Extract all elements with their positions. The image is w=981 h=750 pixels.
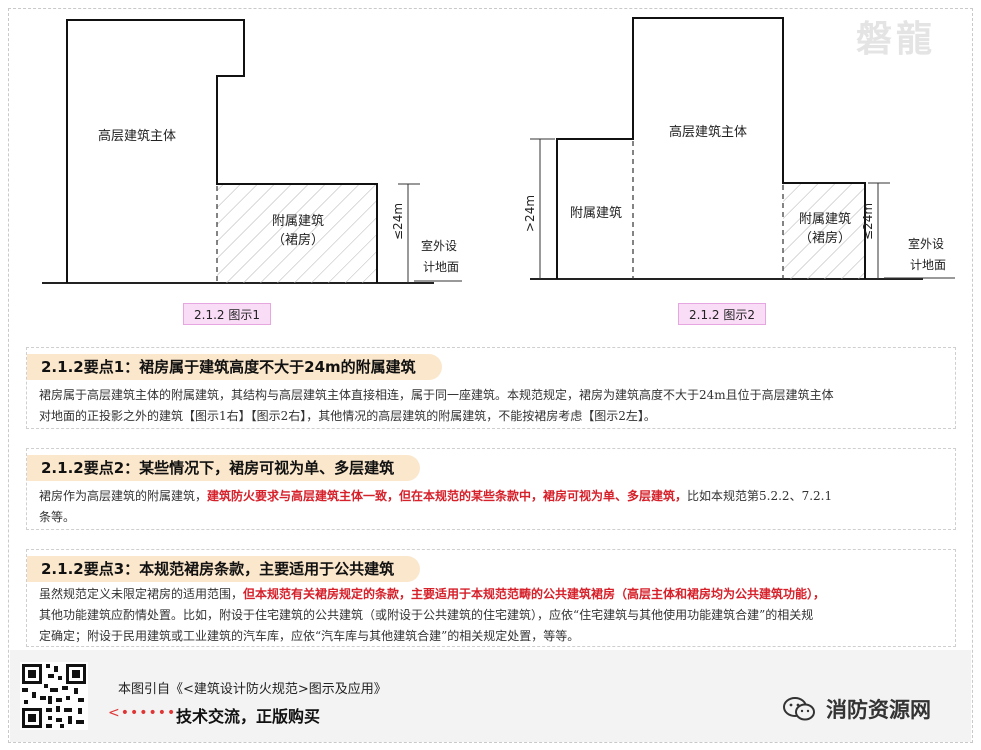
figure-1-caption: 2.1.2 图示1 — [183, 303, 271, 325]
figure-2: 高层建筑主体 附属建筑 附属建筑 （裙房） >24m ≤24m 室外设 计地面 — [523, 17, 955, 280]
ground-label-2: 计地面 — [423, 260, 459, 274]
text-plain: 裙房作为高层建筑的附属建筑， — [39, 489, 208, 503]
key-point-2: 2.1.2要点2：某些情况下，裙房可视为单、多层建筑 裙房作为高层建筑的附属建筑… — [26, 448, 956, 530]
ground-label-1: 室外设 — [421, 238, 457, 253]
key-point-text: 裙房属于高层建筑主体的附属建筑，其结构与高层建筑主体直接相连，属于同一座建筑。本… — [39, 385, 945, 427]
podium-hatch — [217, 184, 377, 283]
key-point-title: 2.1.2要点2：某些情况下，裙房可视为单、多层建筑 — [27, 455, 421, 481]
text-line: 其他功能建筑应酌情处置。比如，附设于住宅建筑的公共建筑（或附设于公共建筑的住宅建… — [39, 608, 814, 622]
key-point-text: 虽然规范定义未限定裙房的适用范围，但本规范有关裙房规定的条款，主要适用于本规范范… — [39, 584, 945, 647]
dotted-arrow: <•••••• — [108, 705, 177, 721]
left-height-label: >24m — [523, 195, 537, 232]
key-point-title: 2.1.2要点1：裙房属于建筑高度不大于24m的附属建筑 — [27, 354, 442, 380]
text-line: 裙房作为高层建筑的附属建筑，建筑防火要求与高层建筑主体一致，但在本规范的某些条款… — [39, 486, 945, 507]
key-point-3: 2.1.2要点3：本规范裙房条款，主要适用于公共建筑 虽然规范定义未限定裙房的适… — [26, 549, 956, 647]
text-plain: 比如本规范第5.2.2、7.2.1 — [687, 489, 833, 503]
text-emphasis: 建筑防火要求与高层建筑主体一致，但在本规范的某些条款中，裙房可视为单、多层建筑， — [207, 489, 688, 503]
podium-sub-label: （裙房） — [272, 232, 324, 248]
text-line: 虽然规范定义未限定裙房的适用范围，但本规范有关裙房规定的条款，主要适用于本规范范… — [39, 584, 945, 605]
podium-sub-label: （裙房） — [799, 230, 851, 246]
building-outline — [556, 17, 866, 279]
text-line: 定确定；附设于民用建筑或工业建筑的汽车库，应依“汽车库与其他建筑合建”的相关规定… — [39, 629, 580, 643]
wechat-icon — [783, 697, 815, 721]
podium-label: 附属建筑 — [272, 213, 324, 229]
text-emphasis: 但本规范有关裙房规定的条款，主要适用于本规范范畴的公共建筑裙房（高层主体和裙房均… — [243, 587, 826, 601]
height-label: ≤24m — [391, 203, 405, 240]
height-label: ≤24m — [861, 203, 875, 240]
text-line: 条等。 — [39, 510, 76, 524]
watermark-logo: 磐龍 — [856, 18, 937, 60]
figures-canvas: 高层建筑主体 附属建筑 （裙房） ≤24m 室外设 计地面 高层建筑主体 附属建… — [42, 17, 955, 284]
slogan-text: 技术交流，正版购买 — [176, 707, 321, 726]
page-frame — [8, 8, 973, 743]
footer-bar: 本图引自《<建筑设计防火规范>图示及应用》 <•••••• 技术交流，正版购买 … — [10, 650, 971, 742]
figure-2-caption: 2.1.2 图示2 — [678, 303, 766, 325]
brand-name: 消防资源网 — [826, 698, 931, 722]
reference-text: 本图引自《<建筑设计防火规范>图示及应用》 — [118, 682, 387, 697]
ground-label-1: 室外设 — [908, 236, 944, 251]
text-line: 对地面的正投影之外的建筑【图示1右】【图示2右】，其他情况的高层建筑的附属建筑，… — [39, 409, 656, 423]
text-line: 裙房属于高层建筑主体的附属建筑，其结构与高层建筑主体直接相连，属于同一座建筑。本… — [39, 388, 834, 402]
building-outline — [66, 19, 378, 283]
figure-1: 高层建筑主体 附属建筑 （裙房） ≤24m 室外设 计地面 — [42, 19, 462, 284]
brand[interactable]: 消防资源网 — [782, 694, 931, 724]
key-point-text: 裙房作为高层建筑的附属建筑，建筑防火要求与高层建筑主体一致，但在本规范的某些条款… — [39, 486, 945, 528]
text-plain: 虽然规范定义未限定裙房的适用范围， — [39, 587, 244, 601]
key-point-1: 2.1.2要点1：裙房属于建筑高度不大于24m的附属建筑 裙房属于高层建筑主体的… — [26, 347, 956, 429]
left-annex-label: 附属建筑 — [570, 205, 622, 221]
main-building-label: 高层建筑主体 — [669, 124, 747, 140]
podium-label: 附属建筑 — [799, 211, 851, 227]
podium-hatch — [783, 183, 865, 279]
qr-code-icon[interactable] — [20, 662, 88, 730]
ground-label-2: 计地面 — [910, 258, 946, 272]
main-building-label: 高层建筑主体 — [98, 128, 176, 144]
key-point-title: 2.1.2要点3：本规范裙房条款，主要适用于公共建筑 — [27, 556, 421, 582]
